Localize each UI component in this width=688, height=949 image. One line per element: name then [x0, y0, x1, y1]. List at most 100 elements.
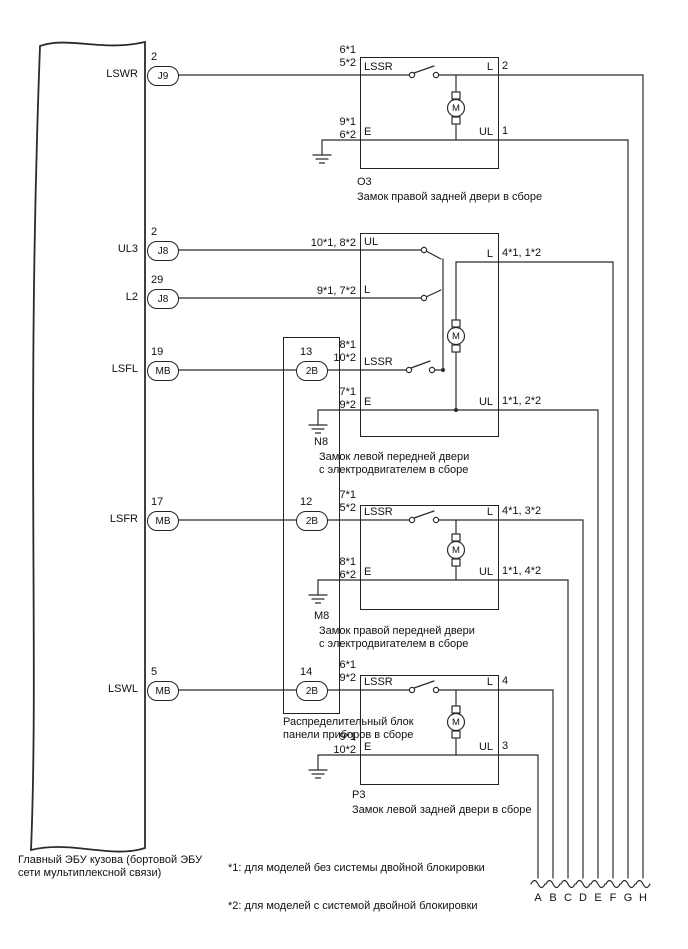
terminal-label-l: L: [486, 61, 493, 73]
ecu-pin-number: 5: [151, 666, 158, 678]
endpoint-letter: F: [609, 892, 617, 904]
component-name: Замок правой передней двери с электродви…: [319, 625, 475, 650]
terminal-label-ul: UL: [478, 126, 493, 138]
terminal-pin-l: 4*1, 1*2: [502, 247, 542, 259]
terminal-pin-ul: 1*1, 4*2: [502, 565, 542, 577]
wire-label: 5*2: [339, 502, 356, 514]
feed-wires: [176, 74, 361, 691]
wire-label: 10*1, 8*2: [310, 237, 356, 249]
ecu-pin-number: 17: [151, 496, 164, 508]
terminal-label-lssr: LSSR: [364, 506, 393, 518]
terminal-label-lssr: LSSR: [364, 61, 393, 73]
junction-block-box: [283, 337, 340, 714]
terminal-label-lssr: LSSR: [364, 676, 393, 688]
wire-label: 6*2: [339, 129, 356, 141]
connector-oval-j8: J8: [147, 289, 179, 309]
connector-oval-mb: MB: [147, 361, 179, 381]
component-code: M8: [314, 610, 330, 622]
ecu-signal-lsfl: LSFL: [111, 363, 138, 375]
lock-box-n8: [360, 233, 499, 437]
ground-symbols: [308, 139, 332, 779]
ecu-signal-l2: L2: [125, 291, 138, 303]
endpoint-letter: H: [639, 892, 647, 904]
endpoint-letter: E: [594, 892, 602, 904]
footnote-1: *1: для моделей без системы двойной блок…: [228, 862, 485, 874]
wire-label: 5*2: [339, 57, 356, 69]
wire-label: 9*2: [339, 672, 356, 684]
component-name: Замок левой передней двери с электродвиг…: [319, 451, 470, 476]
wire-label: 7*1: [339, 386, 356, 398]
component-code: P3: [352, 789, 366, 801]
connector-oval-2b: 2B: [296, 681, 328, 701]
connector-oval-2b: 2B: [296, 511, 328, 531]
endpoint-letter: C: [564, 892, 572, 904]
wire-label: 9*1: [339, 116, 356, 128]
component-code: O3: [357, 176, 372, 188]
footnote-2: *2: для моделей с системой двойной блоки…: [228, 900, 478, 912]
terminal-label-l: L: [486, 248, 493, 260]
ecu-pin-number: 29: [151, 274, 164, 286]
connector-oval-mb: MB: [147, 681, 179, 701]
terminal-pin-l: 4*1, 3*2: [502, 505, 542, 517]
terminal-label-ul: UL: [478, 396, 493, 408]
connector-oval-j8: J8: [147, 241, 179, 261]
wire-label: 8*1: [339, 556, 356, 568]
endpoint-letter: D: [579, 892, 587, 904]
connector-oval-j9: J9: [147, 66, 179, 86]
terminal-label-l-in: L: [364, 284, 371, 296]
lock-box-o3: [360, 57, 499, 169]
ecu-signal-lswl: LSWL: [108, 683, 138, 695]
terminal-label-ul: UL: [478, 741, 493, 753]
wire-label: 10*2: [333, 352, 356, 364]
wire-label: 9*2: [339, 399, 356, 411]
ecu-pin-number: 2: [151, 51, 158, 63]
terminal-label-ul: UL: [478, 566, 493, 578]
lock-box-p3: [360, 675, 499, 785]
junction-pin-number: 12: [300, 496, 313, 508]
component-code: N8: [314, 436, 329, 448]
terminal-label-e: E: [364, 126, 372, 138]
terminal-label-l: L: [486, 506, 493, 518]
terminal-pin-ul: 1*1, 2*2: [502, 395, 542, 407]
motor-label: M: [452, 717, 460, 728]
component-name: Замок правой задней двери в сборе: [357, 191, 543, 203]
break-marks: [530, 879, 651, 889]
motor-label: M: [452, 545, 460, 556]
connector-oval-mb: MB: [147, 511, 179, 531]
wire-label: 7*1: [339, 489, 356, 501]
ecu-pin-number: 19: [151, 346, 164, 358]
terminal-label-l: L: [486, 676, 493, 688]
wire-label: 9*1, 7*2: [316, 285, 356, 297]
wire-label: 10*2: [333, 744, 356, 756]
terminal-label-e: E: [364, 741, 372, 753]
junction-block-label: Распределительный блок панели приборов в…: [283, 716, 414, 741]
motor-symbols: [446, 74, 466, 756]
connector-oval-2b: 2B: [296, 361, 328, 381]
wire-label: 9*1: [339, 731, 356, 743]
terminal-label-e: E: [364, 396, 372, 408]
terminal-pin-l: 4: [502, 675, 509, 687]
wire-label: 8*1: [339, 339, 356, 351]
ecu-label: Главный ЭБУ кузова (бортовой ЭБУ сети му…: [18, 854, 203, 879]
terminal-pin-ul: 3: [502, 740, 509, 752]
endpoint-letter: B: [549, 892, 557, 904]
terminal-pin-ul: 1: [502, 125, 509, 137]
output-wires: [317, 74, 644, 879]
ecu-outline: [30, 40, 146, 853]
motor-label: M: [452, 331, 460, 342]
lock-internal-wires: [359, 74, 444, 691]
lock-box-m8: [360, 505, 499, 610]
wire-label: 6*1: [339, 659, 356, 671]
terminal-label-e: E: [364, 566, 372, 578]
ecu-signal-ul3: UL3: [117, 243, 138, 255]
switch-symbols: [405, 65, 458, 694]
motor-label: M: [452, 103, 460, 114]
wire-label: 6*1: [339, 44, 356, 56]
ecu-signal-lswr: LSWR: [106, 68, 138, 80]
terminal-label-ul-in: UL: [364, 236, 379, 248]
terminal-pin-l: 2: [502, 60, 509, 72]
junction-pin-number: 14: [300, 666, 313, 678]
ecu-signal-lsfr: LSFR: [109, 513, 138, 525]
